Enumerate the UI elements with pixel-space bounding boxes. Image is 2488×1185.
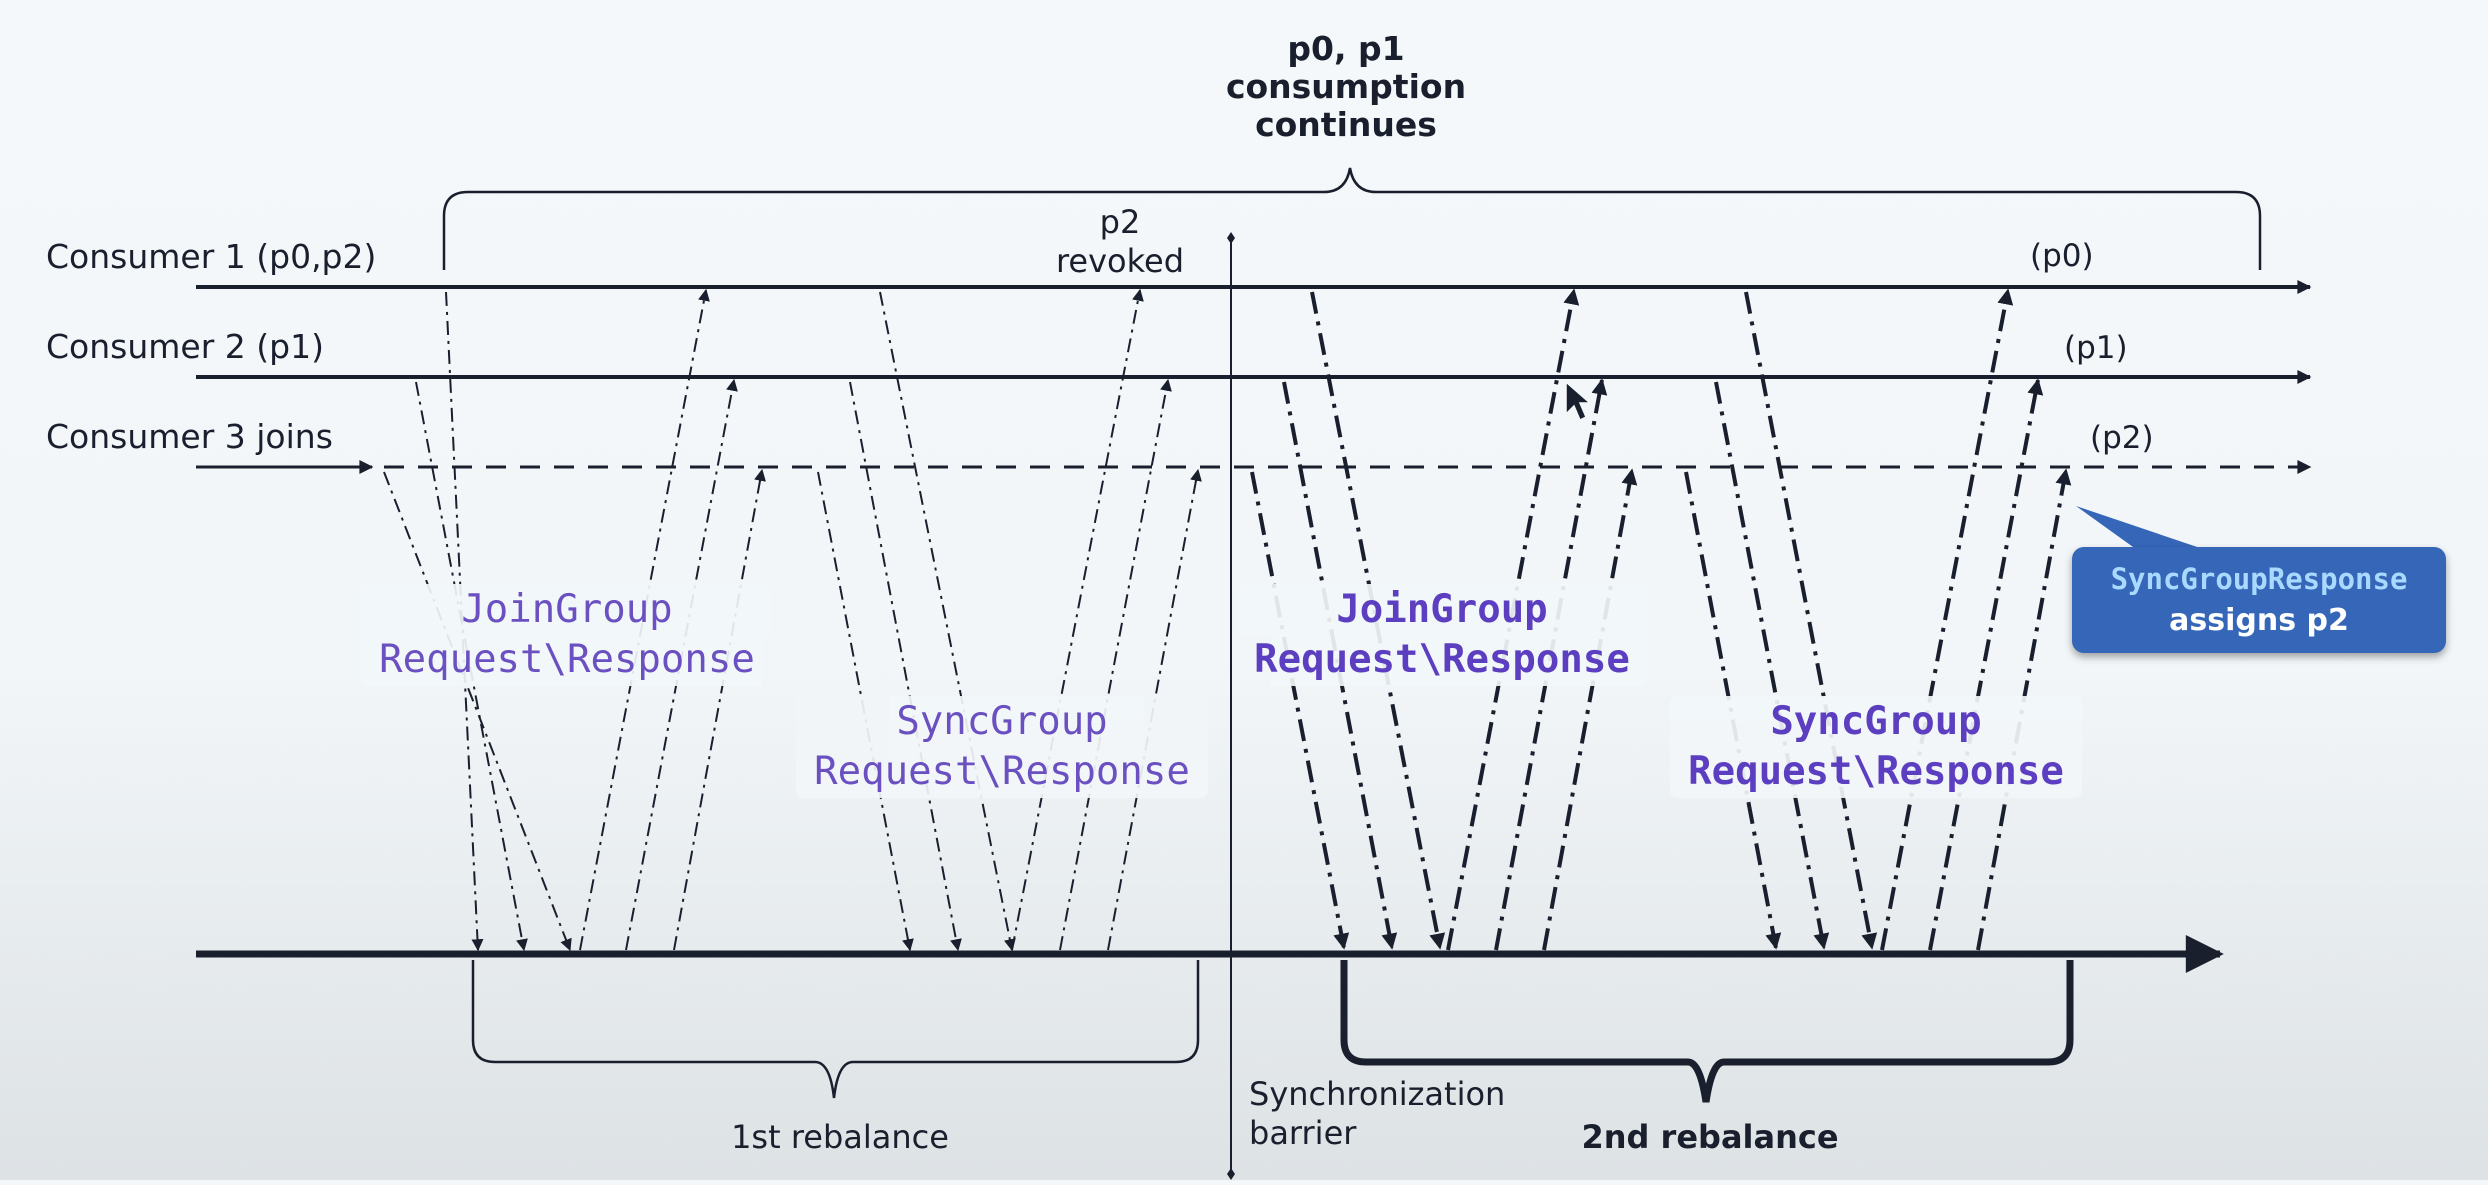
svg-text:Request\Response: Request\Response: [379, 637, 755, 682]
svg-text:consumption: consumption: [1226, 67, 1466, 106]
phase-label-joingroup-2: JoinGroup Request\Response: [1254, 587, 1630, 682]
p2-revoked-note: p2 revoked: [1056, 203, 1184, 280]
consumer-1-final-partition: (p0): [2030, 238, 2094, 274]
phase-label-syncgroup-1: SyncGroup Request\Response: [814, 699, 1190, 794]
svg-text:Request\Response: Request\Response: [814, 749, 1190, 794]
top-brace: [442, 167, 2262, 270]
svg-text:Request\Response: Request\Response: [1688, 749, 2064, 794]
consumer-1-label: Consumer 1 (p0,p2): [46, 237, 376, 276]
consumption-continues-note: p0, p1 consumption continues: [1226, 29, 1466, 144]
mouse-pointer-icon: [1565, 380, 1592, 422]
svg-text:barrier: barrier: [1249, 1114, 1357, 1152]
syncgroupresponse-callout: SyncGroupResponse assigns p2: [2072, 547, 2446, 653]
callout-subtitle: assigns p2: [2169, 603, 2349, 638]
svg-text:Request\Response: Request\Response: [1254, 637, 1630, 682]
phase-label-syncgroup-2: SyncGroup Request\Response: [1688, 699, 2064, 794]
svg-text:p0, p1: p0, p1: [1287, 29, 1404, 68]
consumer-3-final-partition: (p2): [2090, 420, 2154, 456]
brace-rebalance-1: [471, 960, 1200, 1099]
svg-text:SyncGroup: SyncGroup: [896, 699, 1107, 744]
phase-label-backdrops: [360, 584, 2082, 798]
svg-text:SyncGroup: SyncGroup: [1770, 699, 1981, 744]
synchronization-barrier-label: Synchronization barrier: [1249, 1075, 1505, 1152]
svg-text:continues: continues: [1255, 105, 1437, 144]
callout-pointer: [2076, 506, 2212, 552]
svg-text:Synchronization: Synchronization: [1249, 1075, 1505, 1113]
consumer-2-final-partition: (p1): [2064, 330, 2128, 366]
rebalance-1-label: 1st rebalance: [731, 1118, 949, 1156]
svg-text:revoked: revoked: [1056, 242, 1184, 280]
phase-label-joingroup-1: JoinGroup Request\Response: [379, 587, 755, 682]
brace-rebalance-2: [1340, 960, 2074, 1103]
rebalance-2-label: 2nd rebalance: [1581, 1118, 1838, 1156]
svg-text:p2: p2: [1100, 203, 1141, 241]
svg-text:JoinGroup: JoinGroup: [461, 587, 672, 632]
consumer-3-label: Consumer 3 joins: [46, 417, 333, 456]
callout-title: SyncGroupResponse: [2110, 562, 2408, 596]
consumer-2-label: Consumer 2 (p1): [46, 327, 324, 366]
svg-text:JoinGroup: JoinGroup: [1336, 587, 1547, 632]
